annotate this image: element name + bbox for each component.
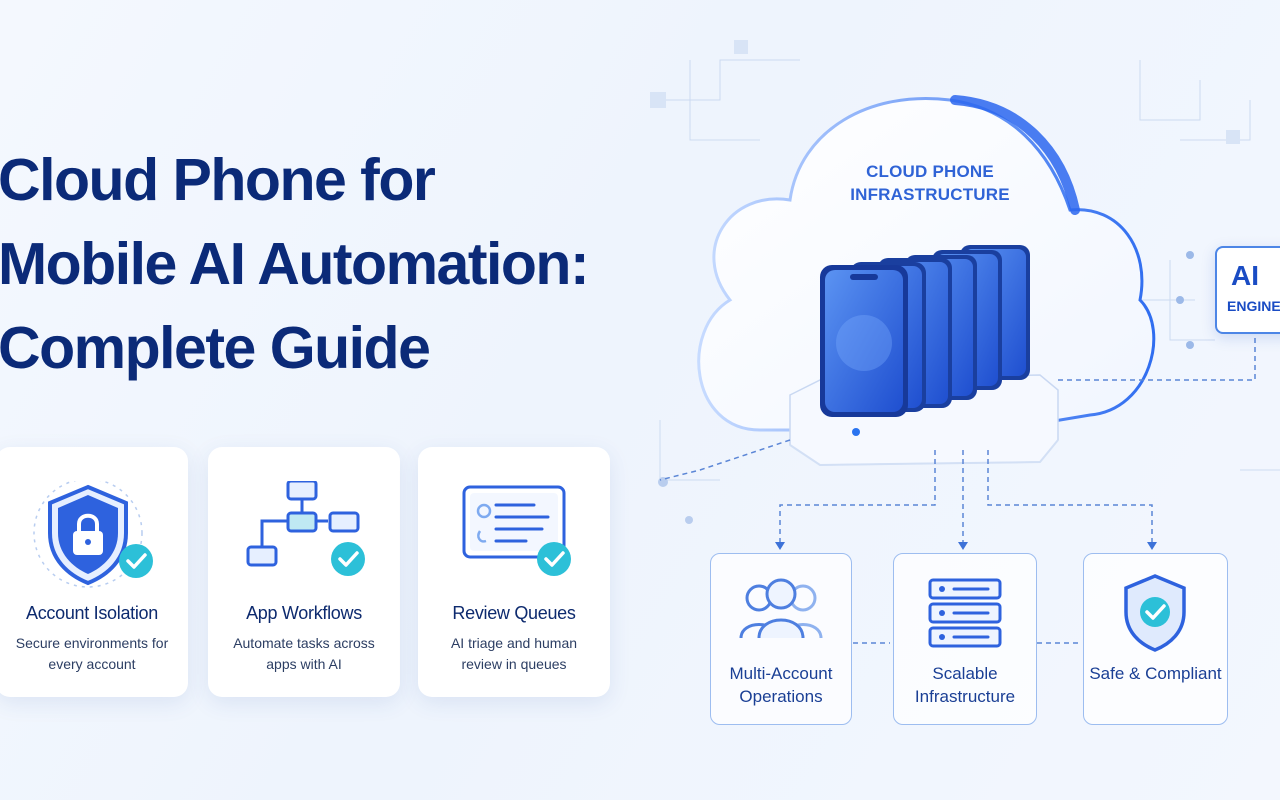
shield-lock-icon <box>0 478 188 591</box>
node-label: Scalable Infrastructure <box>914 664 1016 706</box>
feature-card-app-workflows: App Workflows Automate tasks across apps… <box>208 447 400 697</box>
users-icon <box>711 572 851 652</box>
feature-card-review-queues: Review Queues AI triage and human review… <box>418 447 610 697</box>
feature-card-account-isolation: Account Isolation Secure environments fo… <box>0 447 188 697</box>
phone-array <box>820 245 1030 417</box>
ai-engine-title: AI <box>1231 260 1259 291</box>
card-description: AI triage and human review in queues <box>450 635 578 672</box>
title-line-3: Complete Guide <box>0 315 431 381</box>
node-scalable-infrastructure: Scalable Infrastructure <box>893 553 1037 725</box>
node-label: Safe & Compliant <box>1089 664 1222 683</box>
card-title: Review Queues <box>452 603 576 623</box>
ai-engine-chip: AI ENGINE <box>1215 246 1280 334</box>
server-icon <box>894 572 1036 652</box>
workflow-icon <box>208 479 400 591</box>
page-title: Cloud Phone for Mobile AI Automation: Co… <box>0 138 590 390</box>
review-list-icon <box>418 481 610 591</box>
node-safe-compliant: Safe & Compliant <box>1083 553 1228 725</box>
circuit-lines <box>650 59 1280 481</box>
shield-check-icon <box>1084 572 1227 652</box>
node-label: Multi-Account Operations <box>729 664 833 706</box>
node-multi-account: Multi-Account Operations <box>710 553 852 725</box>
ai-engine-subtitle: ENGINE <box>1227 298 1280 314</box>
title-line-2: Mobile AI Automation: <box>0 231 590 297</box>
cloud-label: CLOUD PHONE INFRASTRUCTURE <box>850 162 1010 204</box>
card-description: Secure environments for every account <box>15 635 169 672</box>
connectors <box>659 299 1270 644</box>
card-title: App Workflows <box>246 603 362 623</box>
title-line-1: Cloud Phone for <box>0 147 436 213</box>
card-title: Account Isolation <box>26 603 158 623</box>
card-description: Automate tasks across apps with AI <box>233 635 375 672</box>
